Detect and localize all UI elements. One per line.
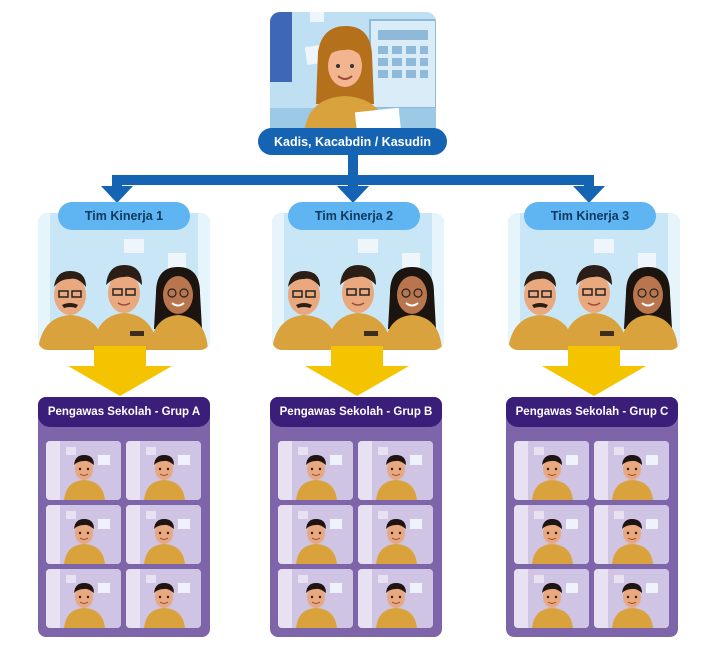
- supervisor-illustration: [46, 569, 121, 628]
- team-label-1: Tim Kinerja 1: [58, 202, 190, 230]
- supervisor-illustration: [278, 505, 353, 564]
- supervisor-illustration: [46, 441, 121, 500]
- team-label-3: Tim Kinerja 3: [524, 202, 656, 230]
- supervisor-illustration: [514, 569, 589, 628]
- supervisor-illustration: [126, 505, 201, 564]
- supervisor-illustration: [514, 505, 589, 564]
- supervisor-illustration: [358, 569, 433, 628]
- supervisor-illustration: [358, 441, 433, 500]
- supervisor-illustration: [126, 441, 201, 500]
- team-illustration: [508, 213, 680, 350]
- supervisor-illustration: [126, 569, 201, 628]
- group-card-b: Pengawas Sekolah - Grup B: [270, 397, 442, 637]
- leader-illustration: [270, 12, 436, 136]
- group-card-c: Pengawas Sekolah - Grup C: [506, 397, 678, 637]
- supervisor-illustration: [594, 569, 669, 628]
- supervisor-illustration: [46, 505, 121, 564]
- supervisor-illustration: [514, 441, 589, 500]
- supervisor-illustration: [594, 505, 669, 564]
- supervisor-illustration: [278, 569, 353, 628]
- group-label-b: Pengawas Sekolah - Grup B: [270, 397, 442, 427]
- group-label-a: Pengawas Sekolah - Grup A: [38, 397, 210, 427]
- team-to-group-arrows: [68, 346, 646, 396]
- team-illustration: [38, 213, 210, 350]
- hierarchy-connector: [101, 155, 605, 203]
- supervisor-illustration: [278, 441, 353, 500]
- group-label-c: Pengawas Sekolah - Grup C: [506, 397, 678, 427]
- leader-label: Kadis, Kacabdin / Kasudin: [258, 128, 447, 155]
- supervisor-illustration: [358, 505, 433, 564]
- team-illustration: [272, 213, 444, 350]
- team-label-2: Tim Kinerja 2: [288, 202, 420, 230]
- supervisor-illustration: [594, 441, 669, 500]
- group-card-a: Pengawas Sekolah - Grup A: [38, 397, 210, 637]
